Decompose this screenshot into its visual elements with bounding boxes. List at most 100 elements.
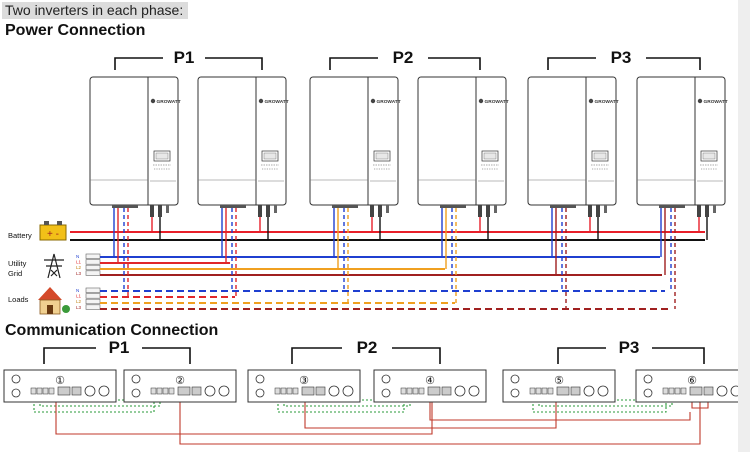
comm-unit-4: ④	[373, 369, 487, 403]
subtitle: Two inverters in each phase:	[5, 2, 183, 18]
comm-port	[156, 387, 163, 395]
comm-unit-number: ③	[299, 375, 309, 387]
ac-terminal-block	[112, 205, 138, 208]
inverter-body	[89, 76, 179, 206]
comm-phase-label-p2: P2	[357, 338, 378, 357]
grid-breaker	[85, 253, 101, 276]
db9-port	[57, 386, 71, 396]
brand-logo-icon	[697, 98, 703, 104]
comm-panel	[3, 369, 117, 403]
load-line-label: L2	[76, 299, 82, 304]
comm-unit-5: ⑤	[502, 369, 616, 403]
panel-hole	[342, 385, 354, 397]
comm-unit-number: ②	[175, 375, 185, 387]
phase-link-red	[429, 392, 691, 421]
inverter-4: GROWATT	[417, 76, 509, 217]
comm-port	[162, 387, 169, 395]
pv-connector	[258, 205, 262, 217]
comm-port	[280, 387, 287, 395]
panel-hole	[204, 385, 216, 397]
inverter-3: GROWATT	[309, 76, 401, 217]
power-connection-title: Power Connection	[5, 22, 145, 39]
grid-breaker-pole	[85, 264, 101, 271]
pv-connector	[370, 205, 374, 217]
grid-breaker-pole	[85, 270, 101, 276]
grid-breaker-pole	[85, 259, 101, 265]
comm-port	[30, 387, 37, 395]
comm-port	[662, 387, 669, 395]
comm-port	[36, 387, 43, 395]
db9-port	[177, 386, 191, 396]
pv-connector	[166, 205, 169, 213]
rj45-port	[191, 386, 202, 396]
panel-hole	[454, 385, 466, 397]
db9-port	[556, 386, 570, 396]
rj45-port	[315, 386, 326, 396]
comm-panel	[373, 369, 487, 403]
panel-hole	[255, 374, 265, 384]
panel-hole	[131, 388, 141, 398]
display-lcd	[263, 152, 277, 160]
rj45-port	[703, 386, 714, 396]
rj45-port	[570, 386, 581, 396]
comm-port	[529, 387, 536, 395]
brand-logo-icon	[258, 98, 264, 104]
phase-link-red	[304, 392, 557, 429]
phase-link-red	[55, 392, 433, 435]
ac-terminal-block	[550, 205, 576, 208]
subtitle-highlight	[2, 2, 188, 19]
display-lcd	[593, 152, 607, 160]
comm-port	[400, 387, 407, 395]
rj45-port	[71, 386, 82, 396]
ac-terminal-block	[220, 205, 246, 208]
brand-text: GROWATT	[704, 99, 728, 105]
brand-logo-icon	[588, 98, 594, 104]
pv-connector	[588, 205, 592, 217]
comm-phase-label-p1: P1	[109, 338, 130, 357]
pv-connector	[478, 205, 482, 217]
pv-connector	[274, 205, 277, 213]
load-breaker-pole	[85, 287, 101, 293]
battery-icon: + -	[39, 221, 67, 241]
brand-text: GROWATT	[595, 99, 619, 105]
power-phase-label-p2: P2	[393, 48, 414, 67]
pv-connector	[494, 205, 497, 213]
panel-hole	[510, 388, 520, 398]
grid-line-label: L3	[76, 271, 82, 276]
pv-connector	[713, 205, 716, 213]
panel-hole	[716, 385, 728, 397]
comm-port	[286, 387, 293, 395]
comm-port	[674, 387, 681, 395]
panel-hole	[98, 385, 110, 397]
comm-panel	[247, 369, 361, 403]
comm-port	[547, 387, 554, 395]
pv-connector	[266, 205, 270, 217]
utility-label-line1: Utility	[8, 259, 27, 268]
comm-unit-3: ③	[247, 369, 361, 403]
pv-connector	[378, 205, 382, 217]
panel-hole	[643, 388, 653, 398]
comm-panel	[635, 369, 749, 403]
brand-text: GROWATT	[377, 99, 401, 105]
panel-hole	[328, 385, 340, 397]
comm-unit-number: ⑤	[554, 375, 564, 387]
grid-breaker-pole	[85, 253, 101, 259]
inverter-body	[309, 76, 399, 206]
pv-connector	[604, 205, 607, 213]
load-breaker-pole	[85, 298, 101, 305]
panel-hole	[131, 374, 141, 384]
power-phase-brackets	[114, 57, 701, 70]
comm-phase-label-p3: P3	[619, 338, 640, 357]
pv-connector	[150, 205, 154, 217]
comm-port	[412, 387, 419, 395]
panel-hole	[11, 388, 21, 398]
comm-port	[42, 387, 49, 395]
comm-panel	[502, 369, 616, 403]
inverter-2: GROWATT	[197, 76, 289, 217]
comm-unit-number: ⑥	[687, 375, 697, 387]
panel-hole	[381, 374, 391, 384]
inverter-body	[197, 76, 287, 206]
pv-connector	[486, 205, 490, 217]
